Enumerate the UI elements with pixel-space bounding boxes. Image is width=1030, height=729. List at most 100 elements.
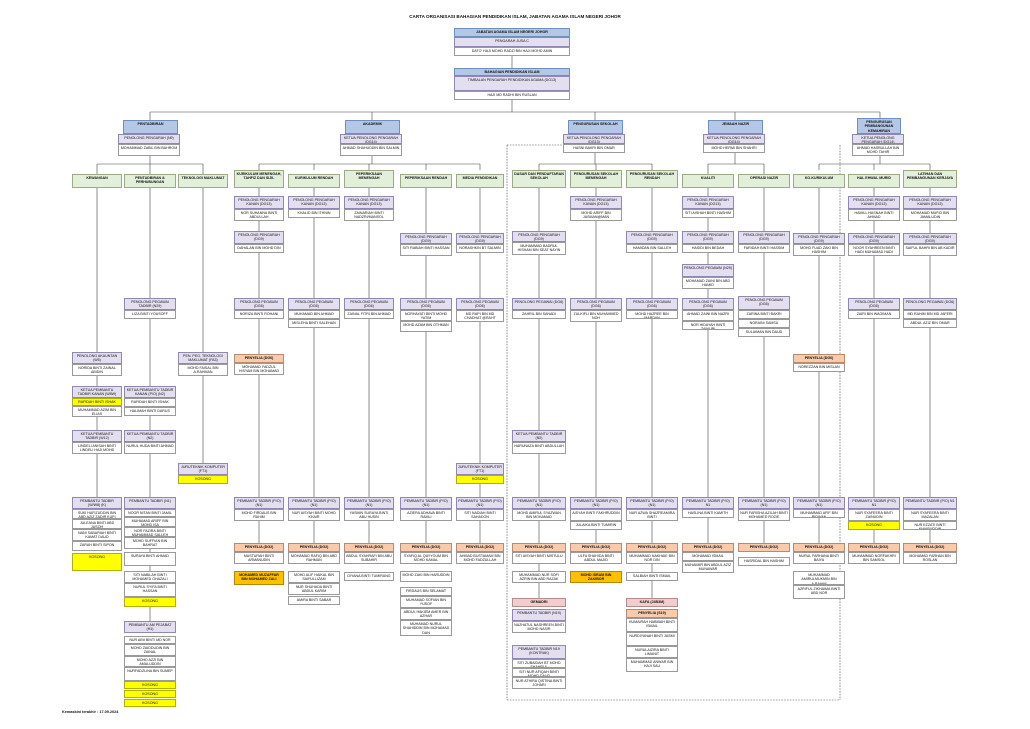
staff-name: MOHAMAD FADZUL HISYAM BIN MOHAMAD bbox=[234, 363, 284, 375]
position-title: PENOLONG PENGARAH (DG9) bbox=[793, 233, 845, 244]
staff-name: NORHAYATI BINTI MOHD YATIM bbox=[400, 310, 452, 321]
supervisor-title: PENYELIA (DG2) bbox=[512, 543, 566, 552]
position-title: KETUA PENOLONG PENGARAH (DG14) bbox=[703, 134, 765, 144]
position-title: PENOLONG PEGAWAI (DG6) bbox=[400, 298, 452, 310]
vacant-slot: KOSONG bbox=[124, 681, 176, 689]
staff-name: NUR FARISHA AZILAH BINTI MOHAMED ROZIE bbox=[738, 509, 790, 521]
position-title: PENOLONG PEGAWAI (N29) bbox=[682, 264, 734, 277]
position-title: TIMBALAN PENGARAH PENDIDIKAN AGAMA (DG13… bbox=[454, 76, 570, 91]
staff-name: FARIDAH BINTI HASSIM bbox=[738, 244, 790, 253]
staff-name: HARUNAZA BINTI ABDULLAH bbox=[512, 442, 566, 454]
vacant-slot: KOSONG bbox=[848, 521, 900, 530]
staff-name: SITI NUR AFIQAH BINTI MOHD DAUD bbox=[512, 668, 566, 677]
highlighted-name: MOHD ISRAM BIN ZAKIBOR bbox=[570, 571, 622, 583]
unit-box: DASAR DAN PENDAFTARAN SEKOLAH bbox=[512, 170, 566, 188]
staff-name: SULAIMAN BIN DAUD bbox=[738, 328, 790, 337]
highlighted-name: MOHAMED MUZAFFAR BIN MOHAMED ZALI bbox=[234, 571, 284, 585]
staff-name: NORIZA BINTI ROHANI bbox=[234, 310, 284, 319]
position-title: PENOLONG PENGARAH KANAN (DG13) bbox=[848, 196, 900, 209]
staff-name: NAZHATUL NASHREEN BINTI MOHD NASIR bbox=[512, 621, 566, 633]
unit-box: OPERASI NAZIR bbox=[738, 174, 790, 188]
position-title: PENOLONG PENGARAH (DG9) bbox=[848, 233, 900, 244]
vacant-slot: KOSONG bbox=[124, 690, 176, 698]
supervisor-title: PENYELIA (DG2) bbox=[682, 543, 734, 552]
position-title: KETUA PEMBANTU TADBIR (N2) bbox=[124, 430, 176, 442]
staff-name: MOHD AZZI BIN AMALUDDIN bbox=[124, 656, 176, 667]
staff-name: MOHD ZAIDDUDIN BIN ZAINAL bbox=[124, 644, 176, 656]
position-title: PENOLONG PEGAWAI (DG6) bbox=[738, 296, 790, 310]
supervisor-title: PENYELIA (DG2) bbox=[848, 543, 900, 552]
position-title: PENOLONG PEGAWAI (DG6) bbox=[512, 298, 566, 310]
staff-name: MOHD HAZREE BIN MARDAN bbox=[626, 310, 678, 319]
staff-name: NOR SUHANNA BINTI ABDULLAH bbox=[234, 209, 284, 221]
staff-name: MOHAMAD FARHAN BIN ROSLAN bbox=[903, 552, 957, 564]
unit-box: PENGURUSAN SEKOLAH RENDAH bbox=[626, 170, 678, 188]
position-title: PENOLONG PENGARAH (DG9) bbox=[512, 231, 566, 242]
position-title: PENOLONG PENGARAH KANAN (DG13) bbox=[344, 196, 394, 209]
vacant-slot: KOSONG bbox=[456, 475, 504, 484]
staff-name: MOHD FUAD ZAKI BIN HASHIM bbox=[793, 244, 845, 256]
vacant-slot: RAFIDAH BINTI ISHAK bbox=[72, 398, 122, 406]
position-title: PEN. PEG. TEKNOLOGI MAKLUMAT (FA3) bbox=[178, 352, 228, 364]
section-box: GEMADRI bbox=[512, 598, 566, 607]
staff-name: HASNI BAKRI BIN OMAR bbox=[563, 144, 625, 153]
staff-name: AHMAD HASBULLAH BIN MOHD TAHIR bbox=[852, 144, 904, 156]
staff-name: MOHAMMAD ZABIL BIN BAHROM bbox=[118, 144, 180, 156]
supervisor-title: PENYELIA (DG2) bbox=[344, 543, 394, 552]
position-title: PENOLONG PENGARAH (DG9) bbox=[903, 233, 957, 244]
staff-name: DAHALAN BIN MOHD DIN bbox=[234, 244, 284, 253]
staff-name: SITI RABIAH BINTI HASSAN bbox=[400, 244, 452, 256]
unit-box: KURIKULUM RENDAH bbox=[288, 174, 340, 188]
staff-name: MUHAMAD ARIFF BIN MOHD ISA bbox=[124, 517, 176, 527]
staff-name: NORAINI SAMSU bbox=[738, 319, 790, 328]
staff-name: ZAIRI BIN WAGIMAN bbox=[848, 310, 900, 319]
staff-name: ZAHRIL BIN SANADI bbox=[512, 310, 566, 319]
unit-box: LATIHAN DAN PEMBANGUNAN KERJAYA bbox=[903, 170, 957, 188]
division-box: AKADEMIK bbox=[345, 120, 400, 134]
position-title: PEMBANTU TADBIR (W/W8) (K) bbox=[72, 497, 122, 509]
position-title: PEMBANTU TADBIR (P/O) N1 bbox=[682, 497, 734, 509]
staff-name: NURULAIZIRA BINTI LIMANIT bbox=[626, 646, 678, 658]
unit-box: KEWANGAN bbox=[72, 174, 122, 188]
staff-name: MUHAMMAD NUR SOFI AZRIN BIN ABD RAZAK bbox=[512, 571, 566, 583]
vacant-slot: KOSONG bbox=[72, 553, 122, 571]
position-title: PEMBANTU TADBIR (N19) bbox=[512, 609, 566, 621]
staff-name: NORASHKIN BT SALMIN bbox=[456, 244, 504, 253]
staff-name: NURUL SYIFA BINTI HASSAN bbox=[124, 583, 176, 597]
position-title: PEMBANTU AM PEJABAT (H1) bbox=[124, 621, 176, 633]
vacant-slot: KOSONG bbox=[124, 699, 176, 707]
staff-name: NURFADZLINA BIN SUMEP bbox=[124, 667, 176, 681]
staff-name: SYAFIQ AL QAYYOUM BIN MOHD KAMAL bbox=[400, 552, 452, 564]
staff-name: SURAYA BINTI AHMAD bbox=[124, 552, 176, 566]
staff-name: HASIDI BIN BEDAH bbox=[682, 244, 734, 253]
staff-name: SITI ZUBAIDAH BT MOHD SHAHRUL bbox=[512, 659, 566, 668]
position-title: JURUTEKNIK KOMPUTER (FT1) bbox=[456, 463, 504, 475]
position-title: PEMBANTU TADBIR (P/O) (N1) bbox=[456, 497, 504, 509]
staff-name: HALIMAH BINTI DARUS bbox=[124, 407, 176, 416]
staff-name: NOR HIDAYAH BINTI ZAINURI bbox=[682, 321, 734, 330]
staff-name: MOHAMAD MUFID BIN JAMALUDIN bbox=[903, 209, 957, 221]
staff-name: LINDELI ANISAH BINTI LINDELI HAJI MOHD bbox=[72, 442, 122, 454]
position-title: PEMBANTU TADBIR (P/O) (N1) bbox=[738, 497, 790, 509]
position-title: PEMBANTU TADBIR (P/O) (N1) bbox=[234, 497, 284, 509]
supervisor-title: PENYELIA (DG2) bbox=[288, 543, 340, 552]
staff-name: MUHAMAD BIN AHMAD bbox=[288, 310, 340, 319]
staff-name: AMIRA BINTI SABAR bbox=[288, 596, 340, 605]
staff-name: MOHD AMIRUL SYAZWAN BIN MOHAMAD bbox=[512, 509, 566, 521]
position-title: PEMBANTU TADBIR (N1) bbox=[124, 497, 176, 509]
staff-name: MUHAMAD NURUL SHAHIDDIN BIN MOHAMAD DAN bbox=[400, 620, 452, 636]
staff-name: NOR FAZIRA BINTI MUHAMMAD SALLEH bbox=[124, 527, 176, 537]
supervisor-title: PENYELIA (DG2) bbox=[456, 543, 504, 552]
supervisor-title: PENYELIA (DG2) bbox=[626, 543, 678, 552]
position-title: KETUA PEMBANTU TADBIR KANAN (W8W) bbox=[72, 386, 122, 398]
staff-name: DIYANA BINTI TUMIRANG bbox=[344, 572, 394, 581]
position-title: PENOLONG PENGARAH (DG9) bbox=[738, 231, 790, 244]
position-title: PENOLONG PEGAWAI (DG6) bbox=[234, 298, 284, 310]
supervisor-title: PENYELIA (DG6) bbox=[793, 354, 845, 363]
division-box: PENTADBIRAN bbox=[123, 120, 178, 134]
position-title: KETUA PEMBANTU TADBIR KANAN (P/O) (N2) bbox=[124, 386, 176, 398]
unit-box: MEDIA PENDIDIKAN bbox=[456, 174, 504, 188]
staff-name: MOHD ZAKI BIN HARUDDIN bbox=[400, 571, 452, 582]
staff-name: ABDUL HAKIEM AMER BIN AZHAR bbox=[400, 608, 452, 620]
